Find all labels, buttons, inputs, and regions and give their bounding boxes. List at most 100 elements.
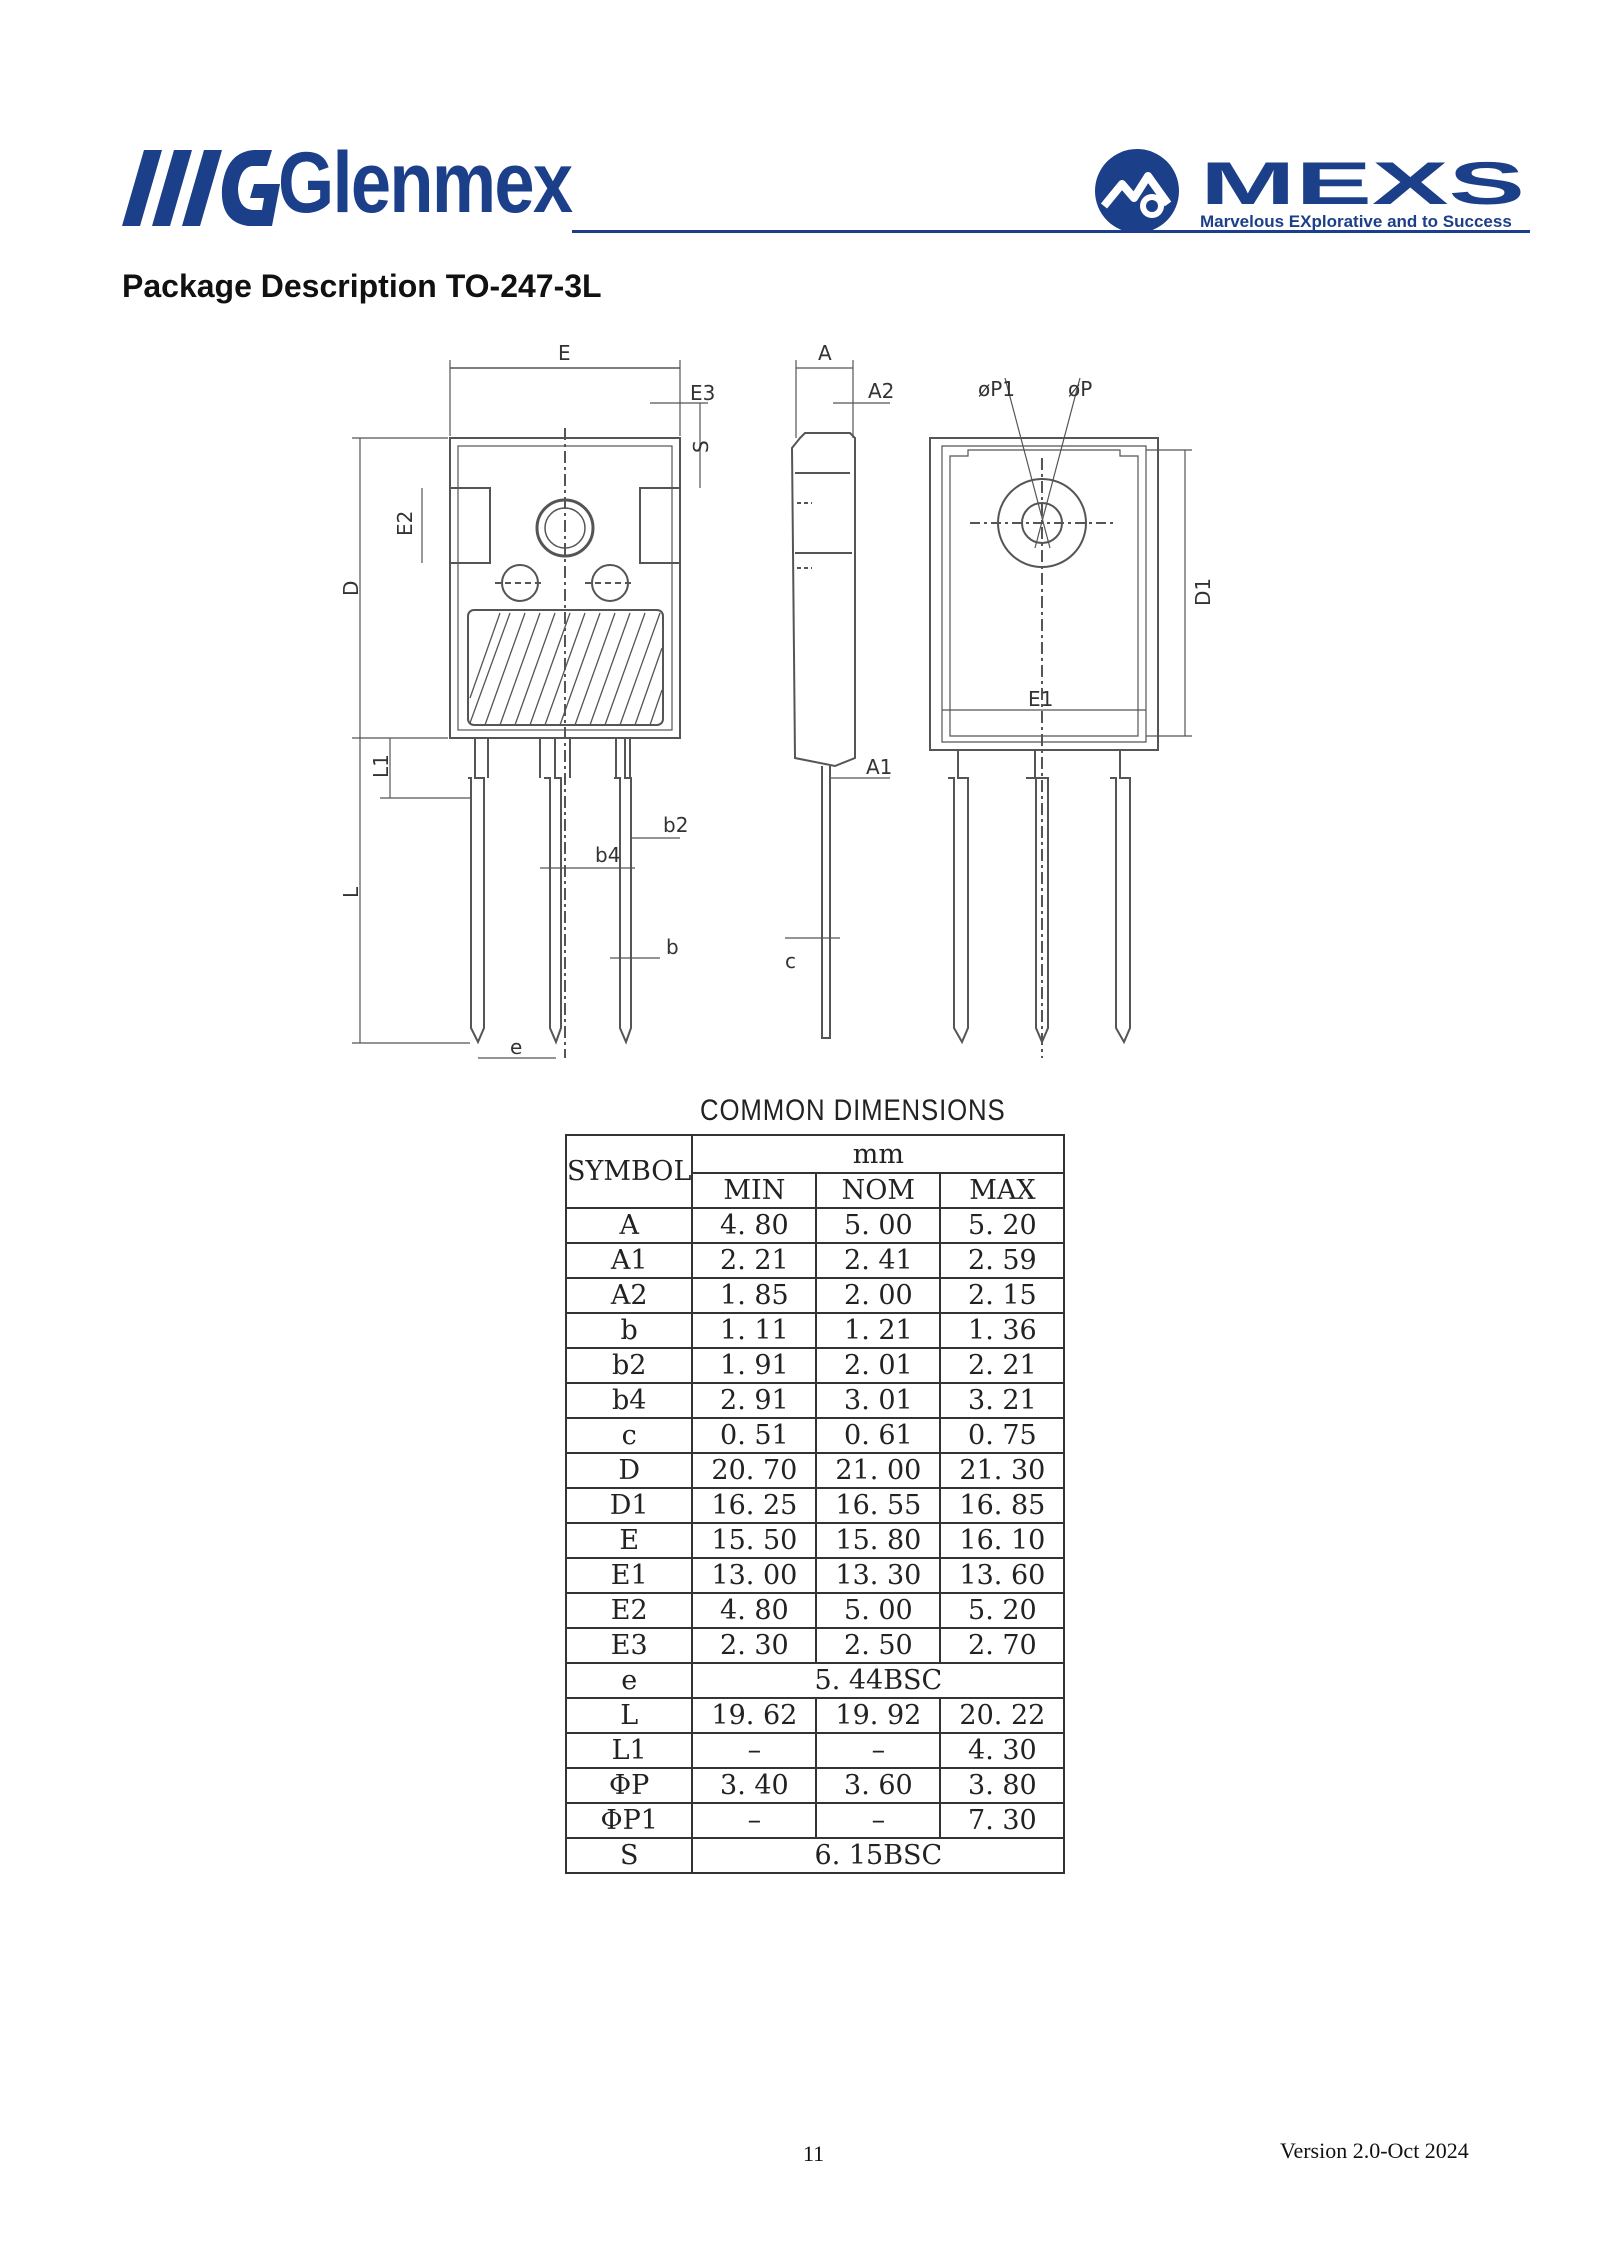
cell-nom: – xyxy=(815,1802,942,1839)
dim-label-S: S xyxy=(689,440,713,453)
cell-min: 1. 11 xyxy=(691,1312,818,1349)
glenmex-brand-name: Glenmex xyxy=(278,135,573,231)
cell-max: 7. 30 xyxy=(939,1802,1066,1839)
header-symbol: SYMBOL xyxy=(564,1134,694,1209)
cell-nom: 2. 00 xyxy=(815,1277,942,1314)
cell-max: 5. 20 xyxy=(939,1592,1066,1629)
cell-min: 15. 50 xyxy=(691,1522,818,1559)
cell-symbol: L1 xyxy=(564,1732,694,1769)
side-view-lead xyxy=(821,766,831,1039)
version-label: Version 2.0-Oct 2024 xyxy=(1280,2138,1469,2163)
dim-label-E3: E3 xyxy=(690,381,715,405)
dims-title: COMMON DIMENSIONS xyxy=(700,1094,1006,1127)
cell-max: 2. 21 xyxy=(939,1347,1066,1384)
cell-symbol: ΦP xyxy=(564,1767,694,1804)
lead-left xyxy=(468,738,485,1045)
cell-nom: 5. 00 xyxy=(815,1592,942,1629)
cell-symbol: E2 xyxy=(564,1592,694,1629)
cell-symbol: D xyxy=(564,1452,694,1489)
cell-min: – xyxy=(691,1732,818,1769)
cell-min: 20. 70 xyxy=(691,1452,818,1489)
exposed-pad xyxy=(467,609,664,726)
cell-symbol: b2 xyxy=(564,1347,694,1384)
left-tab xyxy=(449,487,491,564)
header-unit: mm xyxy=(691,1134,1066,1174)
cell-min: 2. 91 xyxy=(691,1382,818,1419)
cell-min: 16. 25 xyxy=(691,1487,818,1524)
cell-max: 2. 70 xyxy=(939,1627,1066,1664)
cell-nom: 0. 61 xyxy=(815,1417,942,1454)
dim-label-b: b xyxy=(666,935,679,959)
page-title: Package Description TO-247-3L xyxy=(122,268,602,304)
dim-label-D: D xyxy=(339,581,363,596)
dim-label-b2: b2 xyxy=(663,813,688,837)
header-rule xyxy=(572,230,1530,233)
cell-nom: 2. 01 xyxy=(815,1347,942,1384)
dim-label-E2: E2 xyxy=(393,511,417,536)
back-lead-right xyxy=(1110,750,1131,1045)
cell-symbol: A2 xyxy=(564,1277,694,1314)
cell-min: – xyxy=(691,1802,818,1839)
table-row: ΦP1––7. 30 xyxy=(564,1802,1066,1839)
cell-max: 16. 10 xyxy=(939,1522,1066,1559)
cell-max: 13. 60 xyxy=(939,1557,1066,1594)
cell-max: 1. 36 xyxy=(939,1312,1066,1349)
cell-nom: 3. 60 xyxy=(815,1767,942,1804)
cell-symbol: E1 xyxy=(564,1557,694,1594)
table-row: L1––4. 30 xyxy=(564,1732,1066,1769)
cell-max: 2. 59 xyxy=(939,1242,1066,1279)
cell-symbol: c xyxy=(564,1417,694,1454)
cell-merged: 6. 15BSC xyxy=(691,1837,1066,1874)
cell-max: 16. 85 xyxy=(939,1487,1066,1524)
dim-label-L: L xyxy=(339,886,363,898)
cell-max: 3. 80 xyxy=(939,1767,1066,1804)
dim-label-A2: A2 xyxy=(868,379,894,403)
back-view-body xyxy=(929,437,1159,751)
cell-min: 4. 80 xyxy=(691,1592,818,1629)
cell-symbol: ΦP1 xyxy=(564,1802,694,1839)
cell-max: 20. 22 xyxy=(939,1697,1066,1734)
cell-min: 1. 85 xyxy=(691,1277,818,1314)
cell-symbol: b4 xyxy=(564,1382,694,1419)
cell-min: 13. 00 xyxy=(691,1557,818,1594)
cell-max: 4. 30 xyxy=(939,1732,1066,1769)
cell-nom: 19. 92 xyxy=(815,1697,942,1734)
cell-symbol: e xyxy=(564,1662,694,1699)
cell-nom: 15. 80 xyxy=(815,1522,942,1559)
cell-max: 5. 20 xyxy=(939,1207,1066,1244)
cell-min: 0. 51 xyxy=(691,1417,818,1454)
cell-max: 2. 15 xyxy=(939,1277,1066,1314)
cell-nom: 5. 00 xyxy=(815,1207,942,1244)
dim-label-phiP1: øP1 xyxy=(978,377,1015,401)
right-tab xyxy=(639,487,681,564)
cell-symbol: E xyxy=(564,1522,694,1559)
cell-nom: 2. 50 xyxy=(815,1627,942,1664)
mexs-word-text: MEXS xyxy=(1200,158,1525,208)
mexs-logo-icon xyxy=(1095,149,1179,233)
cell-nom: 3. 01 xyxy=(815,1382,942,1419)
cell-min: 3. 40 xyxy=(691,1767,818,1804)
cell-symbol: D1 xyxy=(564,1487,694,1524)
cell-min: 2. 21 xyxy=(691,1242,818,1279)
cell-nom: 1. 21 xyxy=(815,1312,942,1349)
cell-symbol: A1 xyxy=(564,1242,694,1279)
cell-nom: 2. 41 xyxy=(815,1242,942,1279)
dim-label-D1: D1 xyxy=(1191,578,1215,606)
dim-label-A1: A1 xyxy=(866,755,892,779)
dim-label-c: c xyxy=(785,949,796,973)
lead-right xyxy=(614,738,632,1045)
dim-label-phiP: øP xyxy=(1068,377,1092,401)
